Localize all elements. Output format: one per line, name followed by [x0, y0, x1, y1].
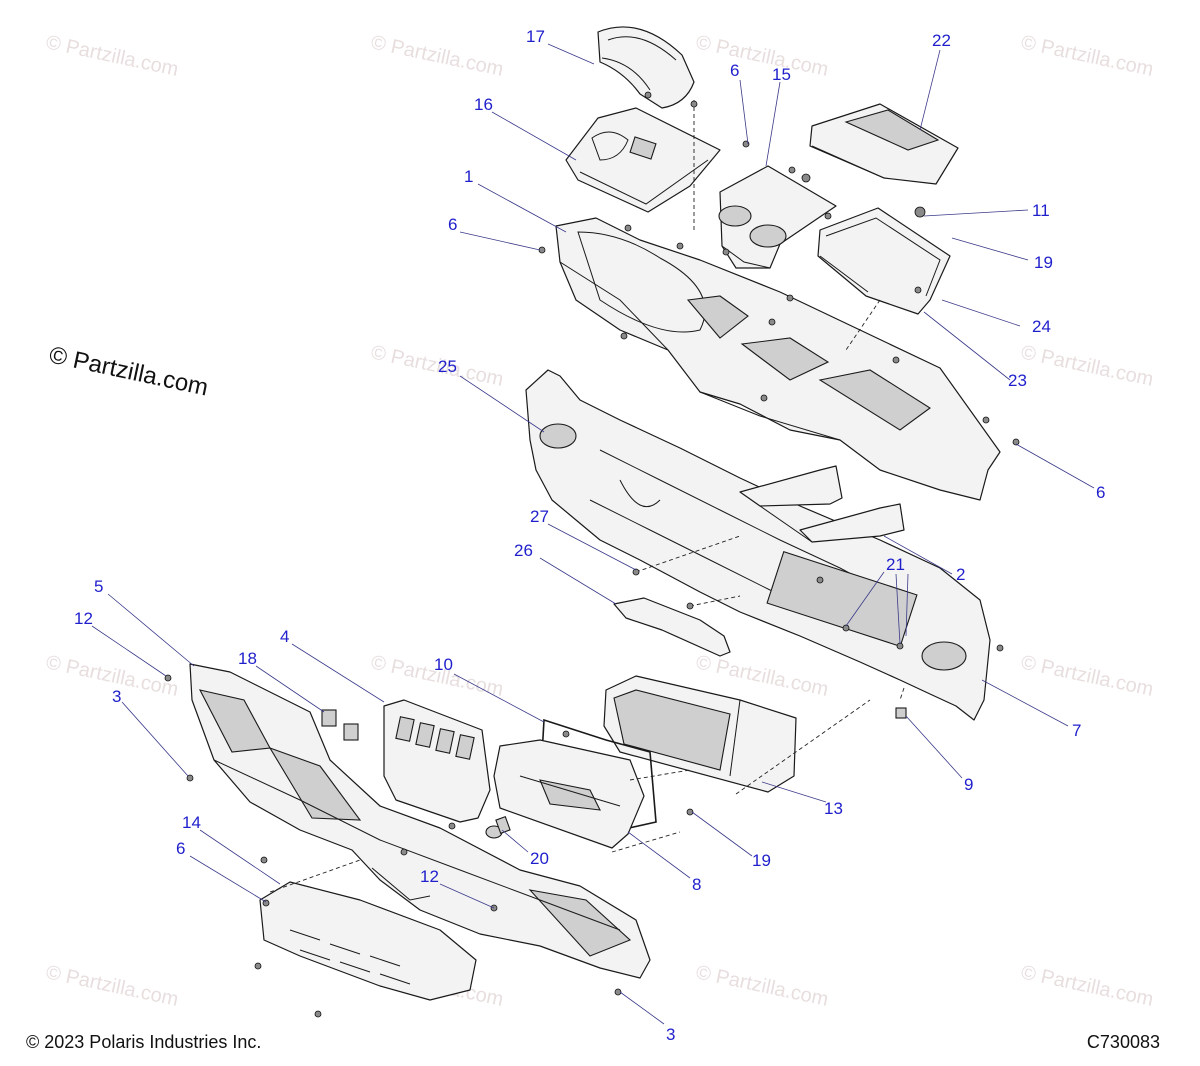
- copyright-notice: © 2023 Polaris Industries Inc.: [26, 1032, 262, 1052]
- switch-panel-part: [383, 699, 491, 823]
- callout-16: 16: [474, 95, 493, 114]
- watermark: © Partzilla.com: [1019, 31, 1155, 81]
- callout-labels: 17 16 1 6 15 22 11 19 24 23 6 6 25 27 26…: [74, 27, 1105, 1044]
- callout-10: 10: [434, 655, 453, 674]
- callout-13: 13: [824, 799, 843, 818]
- lower-dash-part: [189, 663, 651, 979]
- callout-12: 12: [420, 867, 439, 886]
- callout-4: 4: [280, 627, 289, 646]
- callout-7: 7: [1072, 721, 1081, 740]
- callout-11: 11: [1032, 201, 1050, 220]
- callout-24: 24: [1032, 317, 1051, 336]
- callout-6: 6: [1096, 483, 1105, 502]
- small-clip-part: [895, 707, 907, 719]
- callout-22: 22: [932, 31, 951, 50]
- callout-6: 6: [730, 61, 739, 80]
- callout-12: 12: [74, 609, 93, 628]
- callout-1: 1: [464, 167, 473, 186]
- callout-3: 3: [666, 1025, 675, 1044]
- partzilla-logo: © Partzilla.com: [47, 341, 211, 401]
- watermark: © Partzilla.com: [44, 31, 180, 81]
- lower-vent-panel-part: [259, 881, 477, 1001]
- gauge-hood-part: [597, 26, 695, 109]
- callout-3: 3: [112, 687, 121, 706]
- callout-20: 20: [530, 849, 549, 868]
- callout-27: 27: [530, 507, 549, 526]
- watermark: © Partzilla.com: [369, 31, 505, 81]
- watermark: © Partzilla.com: [1019, 341, 1155, 391]
- support-bracket-part: [739, 465, 905, 543]
- watermark: © Partzilla.com: [44, 961, 180, 1011]
- display-unit-part: [603, 675, 797, 793]
- callout-14: 14: [182, 813, 201, 832]
- watermark: © Partzilla.com: [1019, 961, 1155, 1011]
- callout-18: 18: [238, 649, 257, 668]
- trim-strip-part: [613, 597, 731, 657]
- main-dash-frame-part: [525, 369, 991, 721]
- display-cover-part: [809, 103, 959, 185]
- gauge-bezel-part: [565, 107, 721, 213]
- watermark: © Partzilla.com: [694, 31, 830, 81]
- callout-8: 8: [692, 875, 701, 894]
- power-outlet-part: [485, 816, 511, 839]
- callout-26: 26: [514, 541, 533, 560]
- callout-9: 9: [964, 775, 973, 794]
- clip-parts: [321, 709, 359, 741]
- fastener-parts: [164, 91, 1020, 1018]
- watermark: © Partzilla.com: [694, 961, 830, 1011]
- callout-23: 23: [1008, 371, 1027, 390]
- callout-6: 6: [448, 215, 457, 234]
- callout-5: 5: [94, 577, 103, 596]
- leader-lines: [91, 43, 1095, 1025]
- parts-artwork: [164, 26, 1020, 1018]
- figure-code: C730083: [1086, 1032, 1160, 1052]
- storage-bin-part: [817, 207, 951, 315]
- callout-19: 19: [752, 851, 771, 870]
- cup-holder-part: [718, 165, 837, 269]
- callout-19: 19: [1034, 253, 1053, 272]
- callout-25: 25: [438, 357, 457, 376]
- glove-box-door-part: [493, 739, 645, 849]
- callout-6: 6: [176, 839, 185, 858]
- watermark: © Partzilla.com: [1019, 651, 1155, 701]
- callout-21: 21: [886, 555, 905, 574]
- callout-17: 17: [526, 27, 545, 46]
- watermark: © Partzilla.com: [694, 651, 830, 701]
- upper-dash-part: [555, 217, 1001, 501]
- callout-2: 2: [956, 565, 965, 584]
- callout-15: 15: [772, 65, 791, 84]
